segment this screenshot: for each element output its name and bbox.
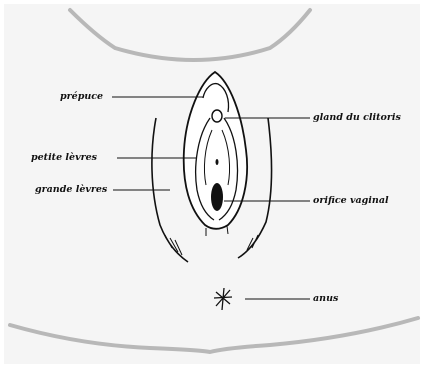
upper-body-contour — [70, 10, 310, 60]
lower-body-contour — [10, 318, 418, 352]
label-anus: anus — [313, 293, 338, 305]
label-orifice-vaginal: orifice vaginal — [313, 195, 389, 207]
vaginal-orifice — [211, 183, 223, 211]
clitoris-glans — [212, 110, 222, 122]
grandes-levres-shading-right — [247, 235, 258, 250]
urethral-opening — [216, 159, 219, 165]
anus-mark — [214, 288, 232, 310]
label-grandes-levres: grande lèvres — [35, 184, 107, 196]
label-gland-du-clitoris: gland du clitoris — [313, 112, 401, 124]
label-petites-levres: petite lèvres — [31, 152, 97, 164]
label-prepuce: prépuce — [60, 91, 103, 103]
grandes-levres-shading-left — [165, 235, 182, 255]
